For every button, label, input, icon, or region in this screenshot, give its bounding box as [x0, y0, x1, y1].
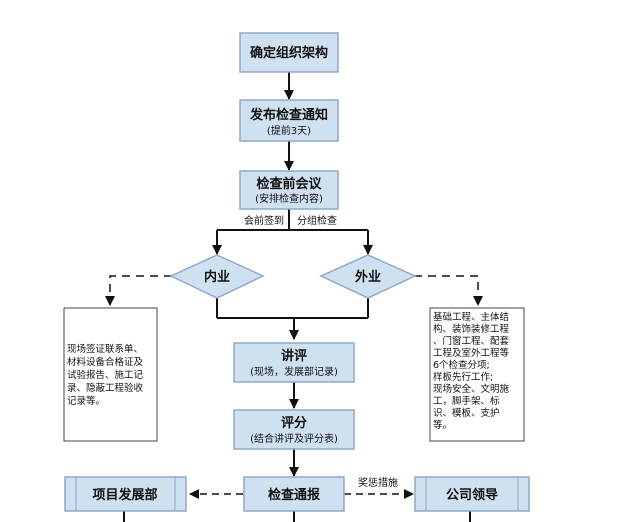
decision-inner-work: 内业 — [169, 254, 265, 299]
reward-punishment-label: 奖惩措施 — [358, 476, 398, 489]
step-pre-inspection-meeting: 检查前会议 (安排检查内容) — [239, 170, 339, 210]
note-outer-work-items: 基础工程、主体结 构、装饰装修工程 、门窗工程、配套 工程及室外工程等 6个检查… — [429, 307, 525, 442]
note-outer-line: 等。 — [433, 419, 452, 431]
step-publish-notice-label: 发布检查通知 — [249, 107, 328, 123]
branch-label-sign-in: 会前签到 — [244, 214, 284, 227]
step-publish-notice: 发布检查通知 (提前3天) — [239, 99, 339, 142]
step-scoring-label: 评分 — [281, 415, 307, 431]
step-publish-notice-sub: (提前3天) — [267, 124, 311, 137]
step-determine-organization-label: 确定组织架构 — [250, 45, 328, 61]
step-inspection-report: 检查通报 — [243, 476, 345, 512]
note-inner-line: 录、隐蔽工程验收 — [67, 382, 144, 394]
svg-text:基础工程、主体结 构、装饰装修工程: 基础工程、主体结 构、装饰装修工程 、门窗工程、配套 工程及室外工程等 6个检查… — [433, 311, 512, 431]
note-outer-line: 6个检查分项; — [433, 359, 490, 371]
note-outer-line: 、门窗工程、配套 — [433, 335, 510, 347]
note-inner-line: 记录等。 — [67, 395, 105, 407]
box-company-leaders-label: 公司领导 — [446, 487, 498, 503]
note-inner-line: 材料设备合格证及 — [67, 356, 144, 368]
note-outer-line: 构、装饰装修工程 — [433, 323, 510, 335]
connector-inner-to-note-dashed — [105, 275, 172, 306]
note-outer-line: 现场安全、文明施 — [433, 383, 510, 395]
box-project-development-dept-label: 项目发展部 — [92, 487, 157, 503]
note-outer-line: 识、模板、支护 — [433, 407, 500, 419]
note-inner-line: 试验报告、施工记 — [67, 369, 144, 381]
connector-outer-to-note-dashed — [414, 275, 483, 306]
note-inner-line: 现场签证联系单、 — [67, 343, 143, 355]
step-review: 讲评 (现场，发展部记录) — [233, 342, 355, 383]
note-outer-line: 工程及室外工程等 — [433, 347, 510, 359]
box-project-development-dept: 项目发展部 — [64, 476, 187, 512]
decision-outer-work: 外业 — [319, 254, 417, 299]
step-scoring: 评分 (结合讲评及评分表) — [233, 409, 355, 450]
step-scoring-sub: (结合讲评及评分表) — [250, 432, 338, 445]
branch-label-group-inspection: 分组检查 — [297, 214, 337, 227]
step-review-sub: (现场，发展部记录) — [250, 365, 338, 378]
step-pre-inspection-meeting-label: 检查前会议 — [256, 176, 322, 192]
decision-outer-work-label: 外业 — [354, 269, 381, 285]
note-outer-line: 样板先行工作; — [433, 371, 493, 383]
note-outer-line: 基础工程、主体结 — [433, 311, 509, 323]
note-outer-line: 工，脚手架、标 — [433, 395, 500, 407]
step-determine-organization: 确定组织架构 — [239, 32, 339, 73]
step-pre-inspection-meeting-sub: (安排检查内容) — [255, 192, 323, 205]
step-review-label: 讲评 — [281, 348, 307, 364]
box-company-leaders: 公司领导 — [414, 476, 530, 512]
svg-text:现场签证联系单、 材料设备合格证及: 现场签证联系单、 材料设备合格证及 试验报告、施工记 录、隐蔽工程验收 记录等。 — [67, 343, 146, 407]
note-inner-work-items: 现场签证联系单、 材料设备合格证及 试验报告、施工记 录、隐蔽工程验收 记录等。 — [63, 307, 158, 442]
decision-inner-work-label: 内业 — [204, 269, 230, 285]
step-inspection-report-label: 检查通报 — [268, 487, 321, 503]
